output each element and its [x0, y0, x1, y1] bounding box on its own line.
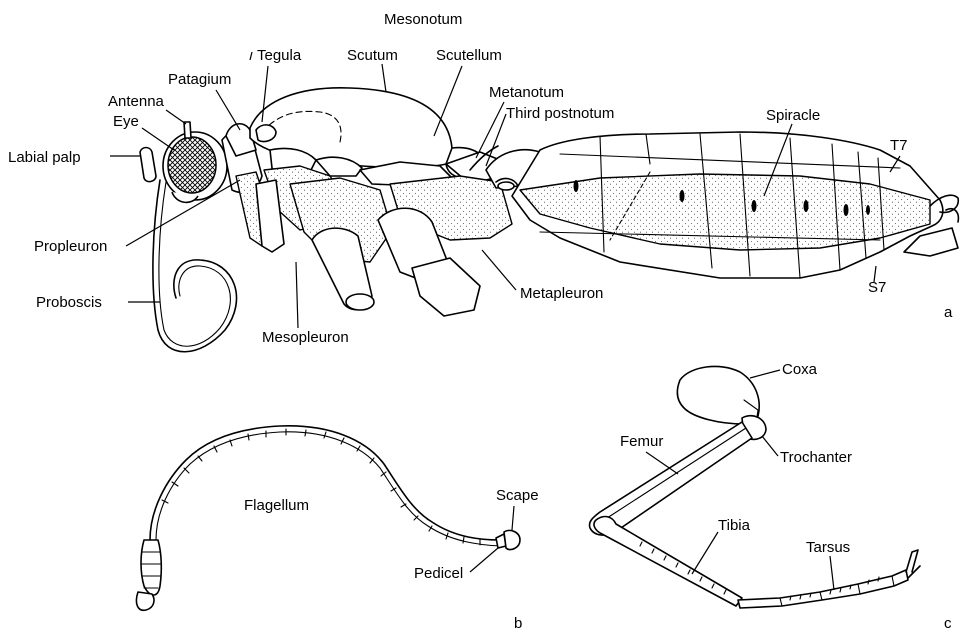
label-mesopleuron: Mesopleuron [262, 329, 349, 346]
label-metapleuron: Metapleuron [520, 285, 603, 302]
labial-palp-drawing [140, 148, 156, 182]
label-trochanter: Trochanter [780, 449, 852, 466]
antenna-stub-drawing [184, 122, 191, 138]
spiracle-mark [804, 200, 809, 212]
label-proboscis: Proboscis [36, 294, 102, 311]
label-femur: Femur [620, 433, 663, 450]
label-scape: Scape [496, 487, 539, 504]
label-pedicel: Pedicel [414, 565, 463, 582]
panel-letter-b: b [514, 615, 522, 632]
panel-letter-a: a [944, 304, 953, 321]
panel-a-insect-body [140, 88, 958, 352]
label-patagium: Patagium [168, 71, 231, 88]
label-s7: S7 [868, 279, 886, 296]
panel-b-labels: Flagellum Scape Pedicel b [244, 487, 539, 632]
label-antenna: Antenna [108, 93, 165, 110]
label-tibia: Tibia [718, 517, 751, 534]
spiracle-mark [752, 200, 757, 212]
label-t7: T7 [890, 137, 908, 154]
tegula-drawing [256, 125, 276, 142]
label-eye: Eye [113, 113, 139, 130]
panel-b-antenna [136, 426, 520, 610]
label-mesonotum: Mesonotum [384, 11, 462, 28]
panel-c-leg [589, 366, 920, 608]
spiracle-mark [866, 205, 870, 215]
tarsus-drawing [738, 570, 908, 608]
scape-drawing [504, 530, 520, 549]
flagellum-drawing [150, 426, 500, 540]
spiracle-mark [574, 180, 579, 192]
label-spiracle: Spiracle [766, 107, 820, 124]
label-third-postnotum: Third postnotum [506, 105, 614, 122]
panel-c-labels: Coxa Trochanter Femur Tibia Tarsus c [620, 361, 952, 632]
label-metanotum: Metanotum [489, 84, 564, 101]
flagellum-segments [162, 429, 480, 545]
label-propleuron: Propleuron [34, 238, 107, 255]
label-tegula: Tegula [257, 47, 302, 64]
spiracle-mark [844, 204, 849, 216]
label-scutellum: Scutellum [436, 47, 502, 64]
eye-drawing [168, 137, 216, 193]
label-scutum: Scutum [347, 47, 398, 64]
label-flagellum: Flagellum [244, 497, 309, 514]
label-coxa: Coxa [782, 361, 818, 378]
label-tarsus: Tarsus [806, 539, 850, 556]
label-labial-palp: Labial palp [8, 149, 81, 166]
spiracle-mark [680, 190, 685, 202]
panel-letter-c: c [944, 615, 952, 632]
